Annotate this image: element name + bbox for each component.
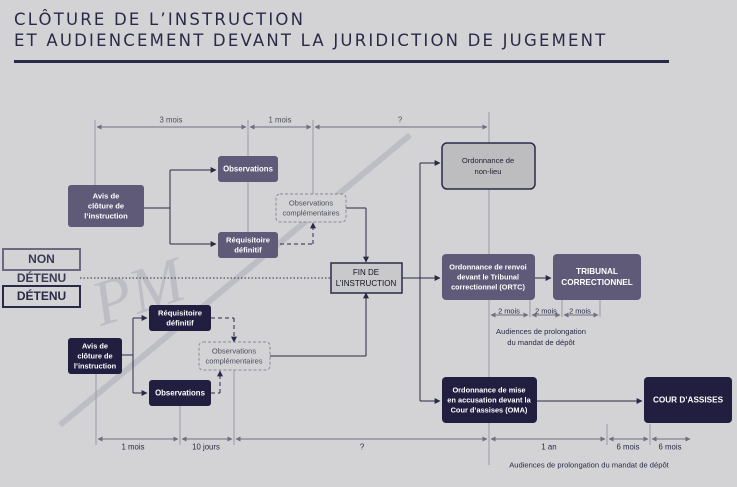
ortc-text: devant le Tribunal — [457, 273, 519, 282]
observations-detenu-box — [149, 380, 211, 406]
observations-complementaires-non-detenu-text: complémentaires — [282, 209, 339, 218]
oma-text: Cour d’assises (OMA) — [451, 406, 528, 415]
observations-complementaires-detenu-box — [198, 341, 271, 371]
observations-non-detenu-text: Observations — [223, 165, 273, 174]
oma-box — [442, 377, 537, 423]
detenu-label: DÉTENU — [2, 285, 81, 308]
prolongation-ortc-note-text: du mandat de dépôt — [507, 338, 575, 347]
prolongation-oma-note-text: Audiences de prolongation du mandat de d… — [509, 461, 669, 470]
ordonnance-non-lieu-text: Ordonnance de — [462, 156, 514, 165]
oma-text: Ordonnance de mise — [452, 386, 525, 395]
avis-cloture-detenu-text: l’instruction — [74, 362, 117, 371]
avis-cloture-non-detenu-text: l’instruction — [84, 212, 128, 221]
requisitoire-detenu-text: Réquisitoire — [158, 309, 202, 318]
duration-6-mois-2-text: 6 mois — [659, 443, 682, 452]
duration-ortc-3-text: 2 mois — [569, 307, 591, 316]
non-detenu-label: NON DÉTENU — [2, 248, 81, 285]
ortc-text: correctionnel (ORTC) — [451, 283, 525, 292]
requisitoire-non-detenu-box — [218, 232, 278, 258]
tribunal-correctionnel-text: TRIBUNAL — [576, 267, 618, 276]
observations-complementaires-detenu-text: complémentaires — [205, 357, 262, 366]
title-underline — [14, 60, 669, 63]
requisitoire-non-detenu-text: définitif — [234, 246, 262, 255]
duration-3-mois-text: 3 mois — [160, 116, 183, 125]
duration-ortc-1-text: 2 mois — [498, 307, 520, 316]
prolongation-ortc-note-text: Audiences de prolongation — [496, 327, 586, 336]
title-line-1: CLÔTURE DE L’INSTRUCTION — [14, 10, 306, 29]
cour-assises-text: COUR D’ASSISES — [653, 396, 724, 405]
duration-10-jours-text: 10 jours — [192, 443, 220, 452]
observations-complementaires-non-detenu-text: Observations — [289, 199, 333, 208]
ordonnance-non-lieu-box — [441, 142, 536, 190]
avis-cloture-detenu-box — [68, 338, 122, 374]
duration-ortc-2-text: 2 mois — [535, 307, 557, 316]
avis-cloture-non-detenu-box — [68, 185, 144, 227]
duration-unknown-bottom-text: ? — [360, 443, 365, 452]
requisitoire-detenu-text: définitif — [166, 319, 194, 328]
ordonnance-non-lieu-text: non-lieu — [474, 167, 501, 176]
observations-detenu-text: Observations — [155, 389, 205, 398]
avis-cloture-detenu-text: clôture de — [77, 352, 112, 361]
oma-text: en accusation devant la — [447, 396, 531, 405]
duration-1-mois-bottom-text: 1 mois — [122, 443, 145, 452]
fin-instruction-text: L’INSTRUCTION — [336, 279, 397, 288]
page-title: CLÔTURE DE L’INSTRUCTION ET AUDIENCEMENT… — [14, 9, 607, 51]
observations-complementaires-non-detenu-box — [275, 193, 347, 223]
ortc-box — [442, 254, 535, 300]
tribunal-correctionnel-text: CORRECTIONNEL — [561, 278, 632, 287]
tribunal-correctionnel-box — [553, 254, 641, 300]
ortc-text: Ordonnance de renvoi — [449, 263, 526, 272]
observations-non-detenu-box — [218, 156, 278, 182]
requisitoire-detenu-box — [149, 305, 211, 331]
cour-assises-box — [644, 377, 732, 423]
title-line-2: ET AUDIENCEMENT DEVANT LA JURIDICTION DE… — [14, 31, 608, 50]
requisitoire-non-detenu-text: Réquisitoire — [226, 236, 270, 245]
duration-1-mois-top-text: 1 mois — [269, 116, 292, 125]
avis-cloture-detenu-text: Avis de — [82, 342, 108, 351]
duration-unknown-top-text: ? — [398, 116, 403, 125]
avis-cloture-non-detenu-text: clôture de — [88, 202, 124, 211]
avis-cloture-non-detenu-text: Avis de — [93, 192, 120, 201]
duration-1-an-text: 1 an — [541, 443, 556, 452]
observations-complementaires-detenu-text: Observations — [212, 347, 256, 356]
duration-6-mois-1-text: 6 mois — [617, 443, 640, 452]
fin-instruction-text: FIN DE — [353, 268, 379, 277]
fin-instruction-box — [330, 262, 403, 294]
